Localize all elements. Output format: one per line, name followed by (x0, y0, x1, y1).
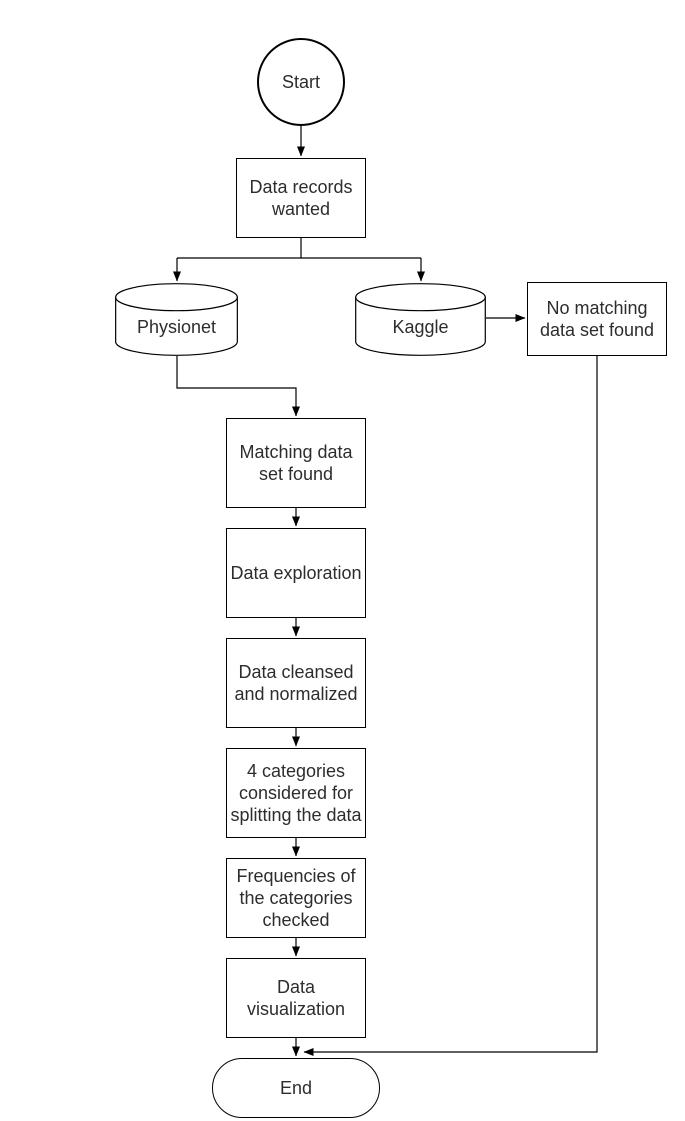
node-data-visualization-label: Data visualization (246, 977, 346, 1019)
node-no-matching-data-set-found: No matching data set found (527, 282, 667, 356)
node-data-records-wanted: Data records wanted (236, 158, 366, 238)
node-kaggle-label: Kaggle (392, 317, 449, 337)
node-no-matching-label: No matching data set found (539, 298, 655, 340)
node-data-cleansed-label: Data cleansed and normalized (234, 662, 358, 704)
node-data-exploration-label: Data exploration (230, 563, 362, 583)
node-physionet-database: Physionet (115, 283, 238, 356)
node-data-records-wanted-label: Data records wanted (249, 177, 353, 219)
node-categories-considered: 4 categories considered for splitting th… (226, 748, 366, 838)
node-matching-data-set-found: Matching data set found (226, 418, 366, 508)
node-physionet-label: Physionet (136, 317, 217, 337)
node-data-cleansed-and-normalized: Data cleansed and normalized (226, 638, 366, 728)
node-data-exploration: Data exploration (226, 528, 366, 618)
database-cylinder-icon (115, 283, 238, 356)
node-start: Start (257, 38, 345, 126)
database-cylinder-icon (355, 283, 486, 356)
node-frequencies-checked: Frequencies of the categories checked (226, 858, 366, 938)
node-categories-label: 4 categories considered for splitting th… (230, 761, 362, 825)
node-matching-label: Matching data set found (239, 442, 353, 484)
edge-physionet-to-matching (176, 356, 300, 417)
edge-no-match-to-end (303, 356, 598, 1056)
node-frequencies-label: Frequencies of the categories checked (236, 866, 356, 930)
edge-data-records-split (177, 238, 421, 259)
node-start-label: Start (281, 72, 320, 92)
node-end: End (212, 1058, 380, 1118)
node-end-label: End (279, 1078, 313, 1098)
node-kaggle-database: Kaggle (355, 283, 486, 356)
node-data-visualization: Data visualization (226, 958, 366, 1038)
